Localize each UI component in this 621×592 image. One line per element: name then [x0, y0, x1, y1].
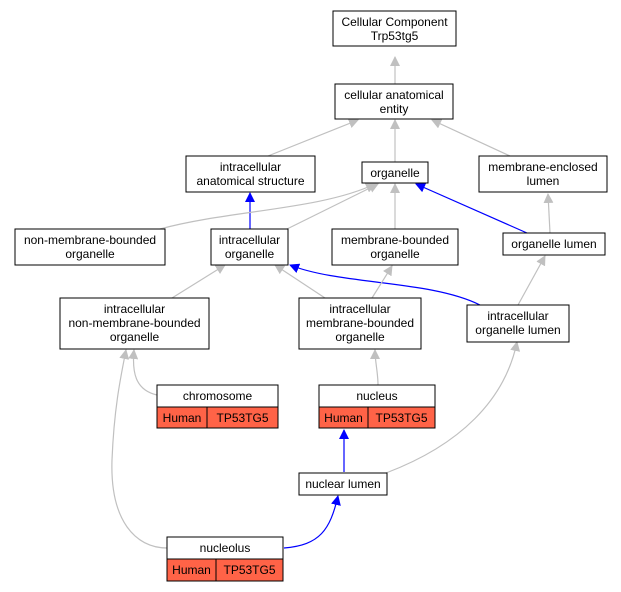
node-label-line: organelle lumen [511, 237, 596, 251]
edge-intracellular-anatomical-structure-to-cellular-anatomical-entity [267, 118, 359, 157]
edge-intracellular-membrane-bounded-organelle-to-membrane-bounded-organelle [371, 265, 393, 299]
gene-label: TP53TG5 [375, 411, 427, 425]
edge-organelle-lumen-to-membrane-enclosed-lumen [543, 193, 554, 234]
node-membrane-enclosed-lumen[interactable]: membrane-enclosed lumen [478, 155, 608, 193]
node-label-line: cellular anatomical [344, 88, 443, 102]
node-nuclear-lumen[interactable]: nuclear lumen [298, 472, 388, 496]
node-label-line: lumen [527, 174, 560, 188]
node-label-line: intracellular [329, 302, 390, 316]
node-membrane-bounded-organelle[interactable]: membrane-bounded organelle [331, 228, 459, 266]
edge-intracellular-non-membrane-bounded-organelle-to-intracellular-organelle [171, 264, 226, 299]
node-label-line: nucleus [356, 389, 397, 403]
node-label-line: membrane-enclosed [488, 160, 597, 174]
node-non-membrane-bounded-organelle[interactable]: non-membrane-bounded organelle [14, 228, 166, 266]
node-intracellular-anatomical-structure[interactable]: intracellular anatomical structure [185, 155, 316, 193]
edge-intracellular-organelle-lumen-to-organelle-lumen [517, 255, 546, 306]
edges-layer [111, 56, 554, 549]
edge-membrane-enclosed-lumen-to-cellular-anatomical-entity [431, 119, 511, 157]
node-label-line: organelle [225, 247, 275, 261]
gene-cell: TP53TG5 [367, 406, 436, 429]
edge-intracellular-organelle-to-organelle [286, 183, 379, 230]
node-label-line: intracellular [220, 160, 281, 174]
edge-non-membrane-bounded-organelle-to-organelle [159, 183, 376, 230]
node-label-line: intracellular [219, 233, 280, 247]
node-label-line: nucleolus [200, 541, 251, 555]
node-organelle[interactable]: organelle [361, 161, 429, 184]
node-label-line: intracellular [104, 302, 165, 316]
node-nucleus[interactable]: nucleus Human TP53TG5 [318, 384, 436, 429]
node-label-line: anatomical structure [196, 174, 304, 188]
node-label-line: Trp53tg5 [371, 29, 419, 43]
edge-nuclear-lumen-to-intracellular-organelle-lumen [385, 341, 521, 474]
node-label-line: organelle [370, 166, 420, 180]
node-nucleolus[interactable]: nucleolus Human TP53TG5 [166, 536, 284, 582]
edge-chromosome-to-intracellular-non-membrane-bounded-organelle [128, 349, 158, 396]
node-intracellular-membrane-bounded-organelle[interactable]: intracellular membrane-bounded organelle [298, 297, 422, 350]
species-label: Human [324, 411, 363, 425]
gene-cell: TP53TG5 [215, 558, 284, 582]
node-label-line: Cellular Component [341, 15, 448, 29]
species-cell: Human [166, 558, 217, 582]
node-label-line: nuclear lumen [305, 477, 380, 491]
node-intracellular-organelle-lumen[interactable]: intracellular organelle lumen [466, 304, 570, 343]
node-label-line: organelle [370, 247, 420, 261]
edge-nucleolus-to-nuclear-lumen [283, 495, 341, 549]
edge-nucleolus-to-intracellular-non-membrane-bounded-organelle [111, 349, 168, 549]
node-label-line: organelle [65, 247, 115, 261]
node-cellular-anatomical-entity[interactable]: cellular anatomical entity [334, 83, 454, 120]
gene-label: TP53TG5 [216, 411, 268, 425]
node-label-line: chromosome [183, 389, 253, 403]
node-intracellular-organelle[interactable]: intracellular organelle [210, 228, 289, 266]
node-label-line: membrane-bounded [306, 316, 414, 330]
node-label-line: organelle [110, 330, 160, 344]
node-cc-root[interactable]: Cellular Component Trp53tg5 [332, 10, 457, 47]
nodes-layer: Cellular Component Trp53tg5 cellular ana… [14, 10, 608, 582]
node-label-line: non-membrane-bounded [24, 233, 156, 247]
gene-label: TP53TG5 [223, 563, 275, 577]
node-intracellular-non-membrane-bounded-organelle[interactable]: intracellular non-membrane-bounded organ… [59, 297, 210, 350]
node-label-line: intracellular [487, 309, 548, 323]
node-label-line: organelle [335, 330, 385, 344]
edge-intracellular-organelle-lumen-to-intracellular-organelle [289, 263, 481, 306]
species-label: Human [163, 411, 202, 425]
species-label: Human [172, 563, 211, 577]
species-cell: Human [156, 406, 208, 429]
edge-intracellular-membrane-bounded-organelle-to-intracellular-organelle [274, 264, 326, 299]
gene-cell: TP53TG5 [206, 406, 279, 429]
node-chromosome[interactable]: chromosome Human TP53TG5 [156, 384, 279, 429]
node-label-line: non-membrane-bounded [68, 316, 200, 330]
species-cell: Human [318, 406, 369, 429]
node-label-line: membrane-bounded [341, 233, 449, 247]
node-label-line: entity [380, 102, 409, 116]
edge-nucleus-to-intracellular-membrane-bounded-organelle [370, 349, 381, 386]
edge-organelle-lumen-to-organelle [415, 183, 528, 234]
node-organelle-lumen[interactable]: organelle lumen [502, 232, 606, 256]
node-label-line: organelle lumen [475, 323, 560, 337]
